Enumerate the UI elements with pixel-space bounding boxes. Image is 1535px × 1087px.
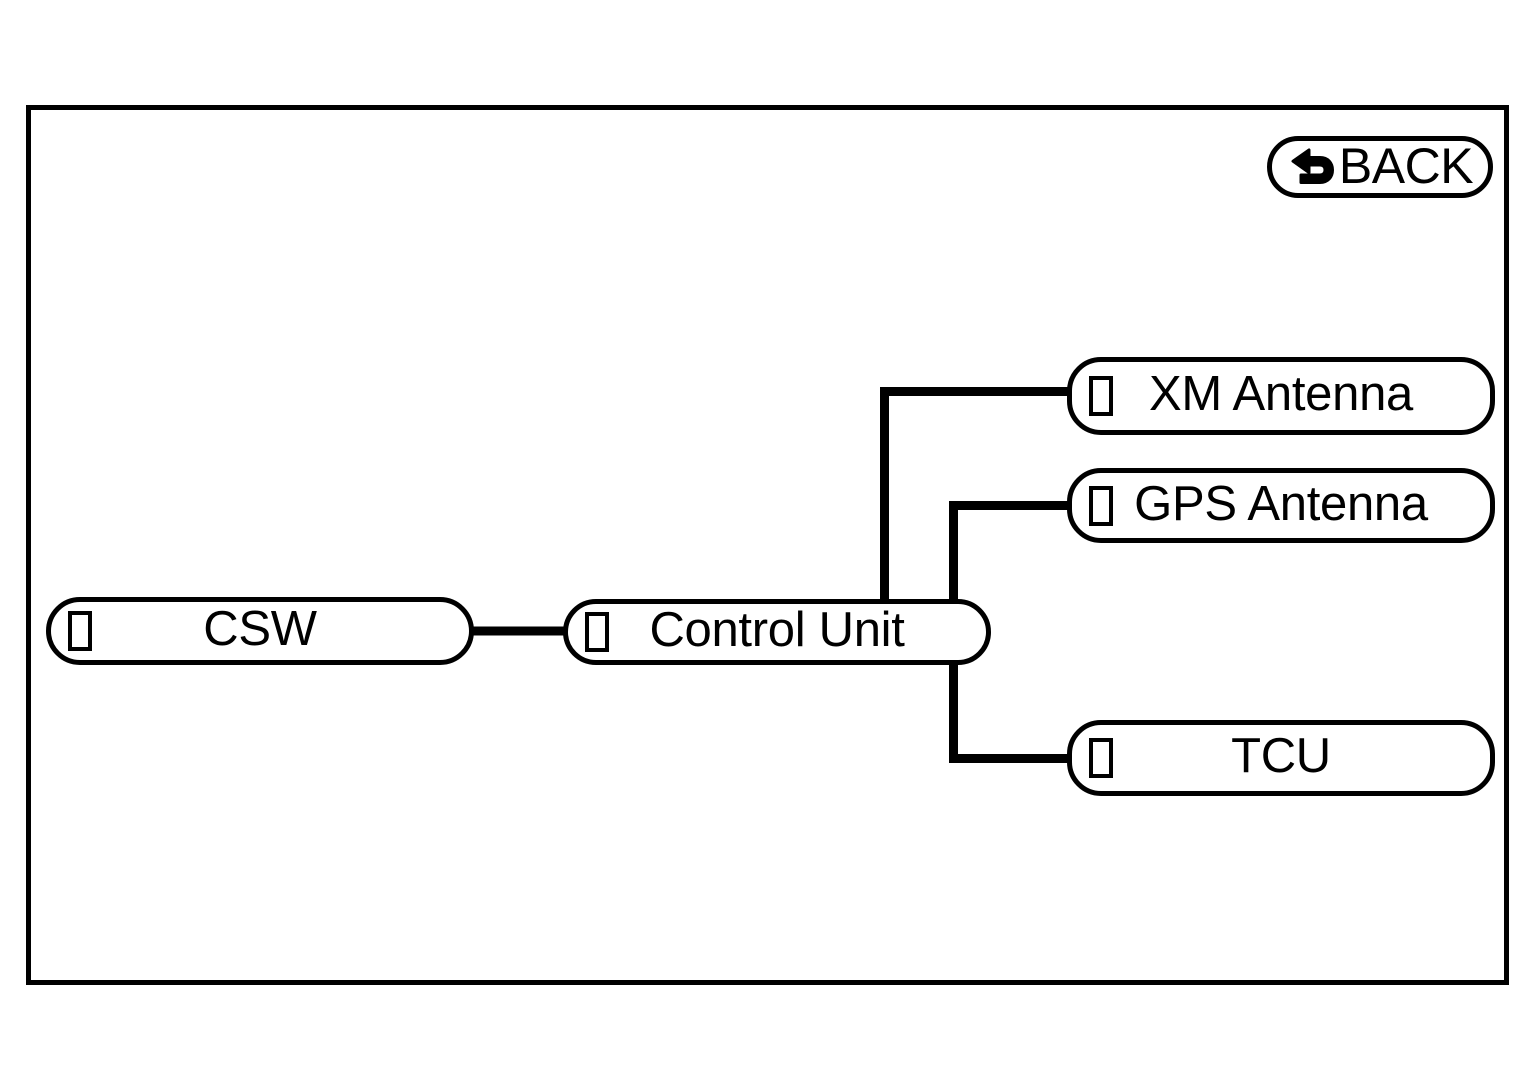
node-gps-antenna[interactable]: GPS Antenna: [1067, 468, 1495, 543]
node-control-unit[interactable]: Control Unit: [563, 599, 991, 665]
back-button-label: BACK: [1338, 137, 1474, 194]
node-tcu[interactable]: TCU: [1067, 720, 1495, 796]
node-tcu-label: TCU: [1231, 729, 1331, 783]
node-control-unit-label: Control Unit: [649, 603, 905, 657]
node-gps-antenna-label: GPS Antenna: [1134, 476, 1428, 531]
node-glyph-icon: [68, 611, 92, 651]
back-arrow-icon: [1291, 148, 1334, 184]
node-xm-antenna[interactable]: XM Antenna: [1067, 357, 1495, 435]
node-xm-antenna-label: XM Antenna: [1149, 367, 1413, 421]
node-glyph-icon: [1089, 376, 1113, 416]
back-button[interactable]: BACK: [1267, 136, 1493, 198]
node-glyph-icon: [1089, 738, 1113, 778]
node-csw[interactable]: CSW: [46, 597, 474, 665]
node-glyph-icon: [1089, 485, 1113, 526]
node-glyph-icon: [585, 612, 609, 652]
diagram-frame: [26, 105, 1509, 985]
node-csw-label: CSW: [203, 602, 317, 656]
